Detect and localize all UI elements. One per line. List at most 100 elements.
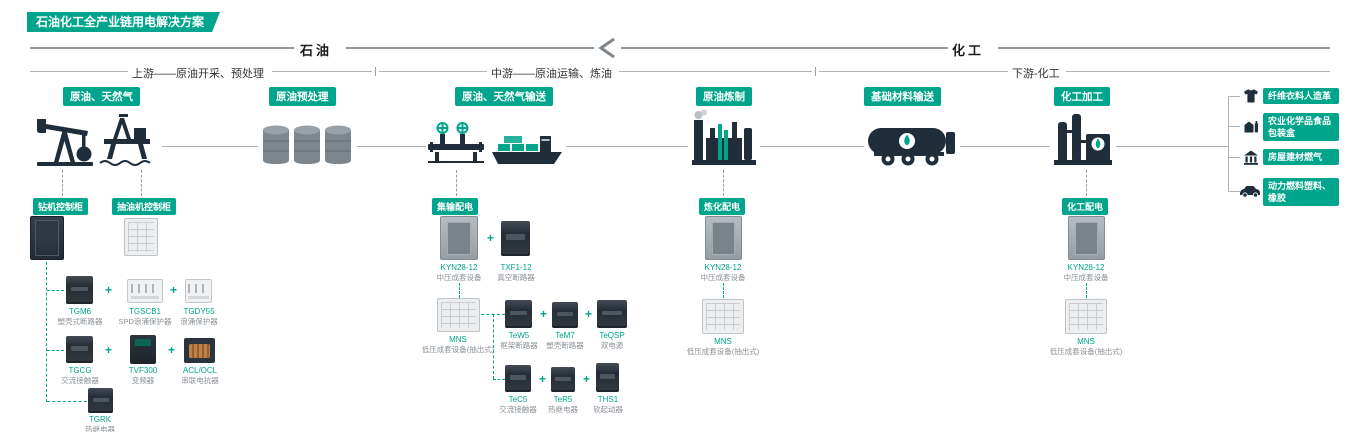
plus-sign: + xyxy=(105,343,113,357)
device-desc: 低压成套设备(抽出式) xyxy=(686,346,760,356)
plus-sign: + xyxy=(168,343,176,357)
car-icon xyxy=(1240,186,1260,198)
device-desc: 中压成套设备 xyxy=(1063,272,1109,282)
device-name: TGCG xyxy=(68,366,92,375)
offshore-platform-icon xyxy=(99,114,151,166)
device-image-kyn28-gathering xyxy=(440,216,478,260)
device-image-ter5 xyxy=(551,367,575,392)
device-image-tgdy55 xyxy=(185,279,212,303)
badge-transport: 原油、天然气输送 xyxy=(455,87,553,106)
end-product-fuel: 动力燃料塑料、橡胶 xyxy=(1263,178,1339,207)
device-desc: 变频器 xyxy=(131,375,155,385)
stage-upstream: 上游——原油开采、预处理 xyxy=(132,68,264,80)
device-label-ths1: THS1 软起动器 xyxy=(582,395,634,414)
plus-sign: + xyxy=(540,307,548,321)
device-label-acl-ocl: ACL/OCL 串联电抗器 xyxy=(169,366,231,385)
device-desc: 串联电抗器 xyxy=(181,375,219,385)
tree-line xyxy=(723,283,724,298)
device-desc: 热继电器 xyxy=(548,404,578,414)
chevron-left-icon xyxy=(598,37,615,59)
device-label-tvf300: TVF300 变频器 xyxy=(113,366,173,385)
device-desc: 交流接触器 xyxy=(499,404,537,414)
device-label-tem7: TeM7 塑壳断路器 xyxy=(538,331,592,350)
drop-line xyxy=(723,170,724,196)
device-name: TeC5 xyxy=(508,395,528,404)
device-image-teqsp xyxy=(597,300,627,328)
device-name: KYN28-12 xyxy=(704,263,742,272)
drop-line xyxy=(456,170,457,196)
package-icon xyxy=(1244,121,1258,133)
stage-line xyxy=(272,71,372,72)
flow-line xyxy=(1116,146,1228,147)
device-desc: 交流接触器 xyxy=(61,375,99,385)
drop-line xyxy=(141,170,142,196)
badge-refining-power: 炼化配电 xyxy=(699,198,746,215)
device-image-ths1 xyxy=(596,363,619,392)
device-label-teqsp: TeQSP 双电源 xyxy=(585,331,639,350)
device-name: KYN28-12 xyxy=(440,263,478,272)
flow-line xyxy=(162,146,258,147)
device-name: ACL/OCL xyxy=(182,366,218,375)
page-title: 石油化工全产业链用电解决方案 xyxy=(27,12,220,32)
flow-line xyxy=(960,146,1050,147)
stage-line xyxy=(379,71,487,72)
tree-line xyxy=(47,401,87,402)
device-name: TVF300 xyxy=(128,366,158,375)
device-label-tgrk: TGRK 热继电器 xyxy=(70,415,130,432)
device-name: TeM7 xyxy=(555,331,575,340)
device-label-kyn28-gathering: KYN28-12 中压成套设备 xyxy=(424,263,494,282)
bracket-stub xyxy=(1228,191,1240,192)
device-desc: 中压成套设备 xyxy=(700,272,746,282)
device-image-tvf300 xyxy=(130,335,156,364)
badge-drill-cabinet: 钻机控制柜 xyxy=(33,198,89,215)
device-image-tgscb1 xyxy=(127,279,163,303)
badge-chemical-power: 化工配电 xyxy=(1062,198,1109,215)
stage-divider xyxy=(815,67,816,76)
tree-line xyxy=(459,283,460,298)
header-line xyxy=(346,47,594,49)
device-name: THS1 xyxy=(597,395,619,404)
bracket-stub xyxy=(1228,157,1240,158)
device-name: MNS xyxy=(1077,337,1095,346)
device-image-tgcg xyxy=(66,336,93,363)
device-image-acl-ocl xyxy=(184,338,215,363)
tree-line xyxy=(493,379,505,380)
device-desc: 中压成套设备 xyxy=(436,272,482,282)
stage-line xyxy=(1066,71,1330,72)
bracket-stub xyxy=(1228,126,1240,127)
chemical-plant-icon xyxy=(1054,114,1112,165)
plus-sign: + xyxy=(487,231,495,245)
header-line xyxy=(30,47,294,49)
plus-sign: + xyxy=(585,307,593,321)
device-desc: 塑壳断路器 xyxy=(546,340,584,350)
stage-line xyxy=(619,71,812,72)
badge-pump-cabinet: 抽油机控制柜 xyxy=(112,198,177,215)
shirt-icon xyxy=(1244,89,1258,103)
tree-line xyxy=(46,262,47,402)
bracket-stub xyxy=(1228,96,1240,97)
device-desc: SPD浪涌保护器 xyxy=(118,316,172,326)
device-name: TeR5 xyxy=(553,395,573,404)
device-desc: 低压成套设备(抽出式) xyxy=(1049,346,1123,356)
section-chemical: 化工 xyxy=(952,43,985,58)
refinery-icon xyxy=(692,109,756,165)
device-image-mns-chemical xyxy=(1065,299,1107,334)
device-image-tgrk xyxy=(88,388,113,413)
tanker-truck-icon xyxy=(868,128,955,166)
device-label-tec5: TeC5 交流接触器 xyxy=(491,395,545,414)
end-product-building: 房屋建材燃气 xyxy=(1263,149,1339,166)
device-label-kyn28-refining: KYN28-12 中压成套设备 xyxy=(688,263,758,282)
device-label-mns-gathering: MNS 低压成套设备(抽出式) xyxy=(412,335,504,354)
plus-sign: + xyxy=(170,283,178,297)
stage-downstream: 下游-化工 xyxy=(1012,68,1060,80)
device-label-tgdy55: TGDY55 浪涌保护器 xyxy=(171,307,227,326)
device-name: KYN28-12 xyxy=(1067,263,1105,272)
flow-line xyxy=(760,146,864,147)
oil-pumpjack-icon xyxy=(37,119,93,166)
device-name: TXF1-12 xyxy=(500,263,532,272)
header-line xyxy=(998,47,1330,49)
stage-line xyxy=(30,71,128,72)
device-image-txf1 xyxy=(501,221,530,256)
device-label-tgcg: TGCG 交流接触器 xyxy=(50,366,110,385)
